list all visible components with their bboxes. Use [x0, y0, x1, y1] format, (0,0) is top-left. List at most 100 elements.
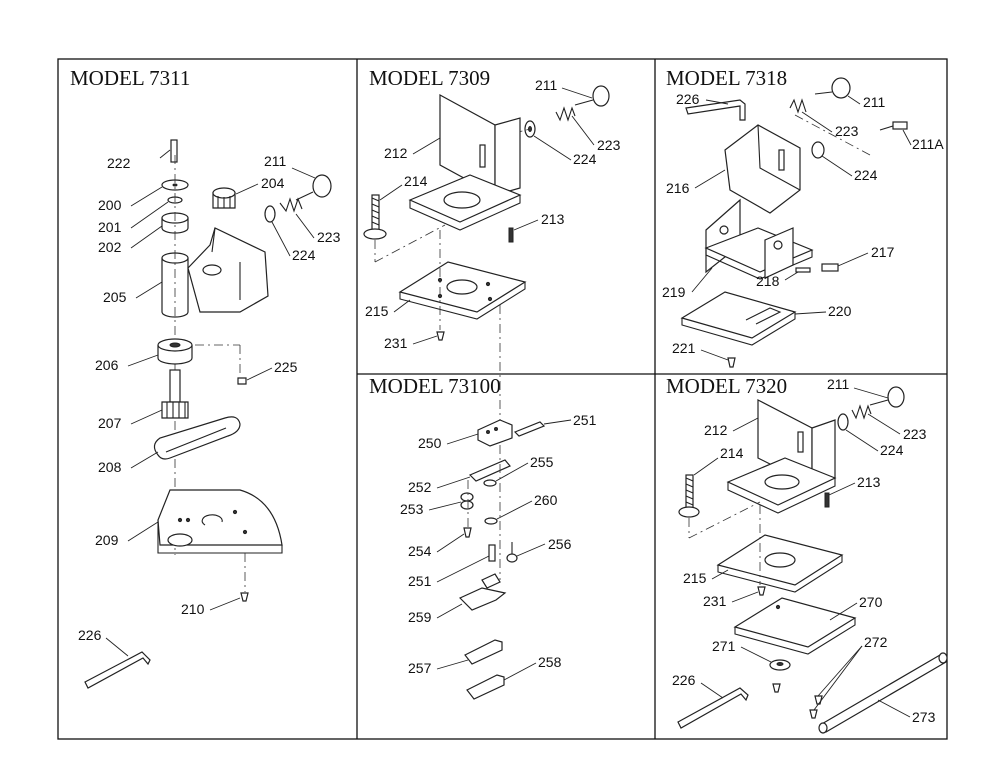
callout-222: 222 — [107, 155, 131, 171]
callout-211: 211 — [535, 77, 558, 93]
callouts-7320: 211 212 223 224 214 213 215 231 270 271 … — [672, 376, 936, 725]
callout-214: 214 — [720, 445, 744, 461]
callout-260: 260 — [534, 492, 558, 508]
callout-256: 256 — [548, 536, 572, 552]
callout-212: 212 — [704, 422, 728, 438]
part-251-screw — [513, 421, 546, 437]
part-231-screw — [436, 331, 445, 341]
part-205-bracket — [187, 227, 269, 313]
callout-251b: 251 — [408, 573, 432, 589]
part-220-plate — [680, 291, 797, 339]
callout-257: 257 — [408, 660, 432, 676]
title-model-7320: MODEL 7320 — [666, 374, 787, 398]
part-253-bushing — [460, 492, 474, 502]
callout-215: 215 — [683, 570, 707, 586]
part-224-washer — [264, 205, 276, 223]
part-222-pin — [170, 139, 178, 163]
part-213-screw — [824, 492, 830, 508]
part-223-spring — [279, 197, 303, 213]
callout-212: 212 — [384, 145, 408, 161]
callout-207: 207 — [98, 415, 122, 431]
callout-254: 254 — [408, 543, 432, 559]
title-model-7318: MODEL 7318 — [666, 66, 787, 90]
callout-205: 205 — [103, 289, 127, 305]
part-225-screw — [237, 377, 247, 385]
part-224-washer — [837, 413, 849, 431]
callouts-7309: 211 223 224 212 214 213 215 231 — [365, 77, 621, 351]
callout-272: 272 — [864, 634, 888, 650]
panel-model-7309 — [363, 85, 610, 420]
part-258-tip — [466, 674, 505, 700]
part-226-hex-key — [685, 99, 746, 121]
callout-226: 226 — [672, 672, 696, 688]
callout-211: 211 — [827, 376, 850, 392]
part-254-screw — [463, 527, 472, 538]
panel-model-73100 — [458, 419, 546, 700]
callout-224: 224 — [854, 167, 878, 183]
part-211-knob — [312, 174, 332, 198]
part-224-washer — [811, 141, 825, 159]
part-226-hex-key — [677, 687, 749, 729]
callout-226: 226 — [676, 91, 700, 107]
callout-211A: 211A — [912, 136, 944, 152]
part-211a-screw — [892, 121, 908, 130]
callout-224: 224 — [292, 247, 316, 263]
callout-216: 216 — [666, 180, 690, 196]
callout-211: 211 — [863, 94, 886, 110]
callout-217: 217 — [871, 244, 895, 260]
callout-273: 273 — [912, 709, 936, 725]
callout-221: 221 — [672, 340, 696, 356]
part-210-screw — [240, 592, 249, 602]
part-231-screw — [757, 586, 766, 596]
panel-model-7311 — [84, 139, 332, 689]
part-217-screw — [821, 263, 839, 272]
callout-208: 208 — [98, 459, 122, 475]
callouts-7318: 226 211 223 211A 216 224 217 219 218 220… — [662, 91, 944, 361]
panel-model-7318 — [680, 77, 908, 368]
part-251-lower-screw — [488, 544, 496, 562]
callout-224: 224 — [573, 151, 597, 167]
diagram-frame — [57, 58, 948, 740]
callout-253: 253 — [400, 501, 424, 517]
part-223-spring — [555, 106, 576, 122]
callout-252: 252 — [408, 479, 432, 495]
part-257-tip — [464, 639, 503, 665]
title-model-7309: MODEL 7309 — [369, 66, 490, 90]
callout-211: 211 — [264, 153, 287, 169]
callout-231: 231 — [384, 335, 408, 351]
part-208-belt — [153, 416, 241, 460]
callout-223: 223 — [597, 137, 621, 153]
part-223-spring — [789, 98, 807, 114]
part-211-knob — [592, 85, 610, 107]
part-255-washer — [483, 479, 497, 487]
callout-223: 223 — [903, 426, 927, 442]
part-259-guide — [458, 587, 507, 611]
callout-231: 231 — [703, 593, 727, 609]
part-252-arm — [468, 459, 511, 482]
callout-209: 209 — [95, 532, 119, 548]
part-211-knob — [887, 386, 905, 408]
callout-210: 210 — [181, 601, 205, 617]
callout-259: 259 — [408, 609, 432, 625]
callout-204: 204 — [261, 175, 285, 191]
callout-255: 255 — [530, 454, 554, 470]
callout-225: 225 — [274, 359, 298, 375]
callout-220: 220 — [828, 303, 852, 319]
callout-223: 223 — [317, 229, 341, 245]
callout-250: 250 — [418, 435, 442, 451]
part-250-clamp — [477, 419, 513, 447]
callout-224: 224 — [880, 442, 904, 458]
part-207-shaft — [169, 369, 181, 403]
part-213-screw — [508, 227, 514, 243]
callout-215: 215 — [365, 303, 389, 319]
title-model-73100: MODEL 73100 — [369, 374, 501, 398]
callout-226: 226 — [78, 627, 102, 643]
part-256-nut — [506, 553, 518, 563]
panel-model-7320 — [677, 386, 948, 734]
part-270-plate — [733, 597, 857, 648]
callout-213: 213 — [541, 211, 565, 227]
callouts-7311: 222 200 201 202 204 211 223 224 205 206 … — [78, 153, 341, 657]
title-model-7311: MODEL 7311 — [70, 66, 190, 90]
callout-251: 251 — [573, 412, 597, 428]
